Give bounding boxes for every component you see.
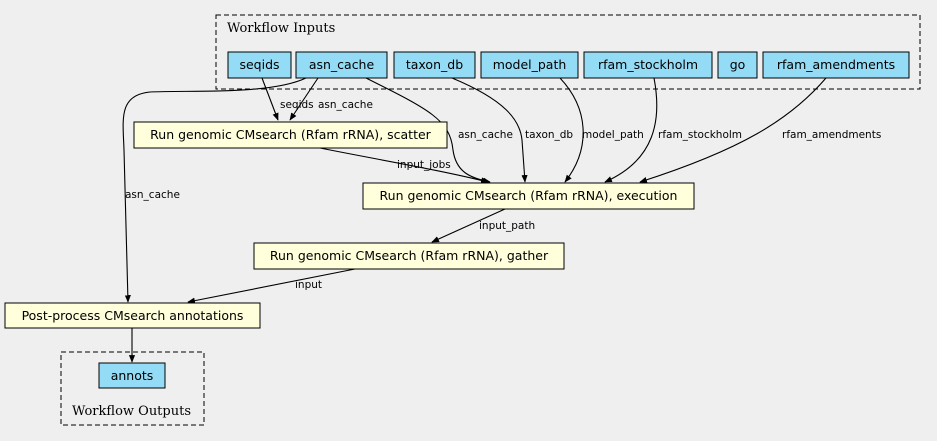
input-label-go: go	[730, 57, 746, 72]
edge-label-input-jobs: input_jobs	[397, 159, 451, 171]
step-label-gather: Run genomic CMsearch (Rfam rRNA), gather	[270, 248, 549, 263]
input-label-rfam-stockholm: rfam_stockholm	[598, 57, 698, 72]
input-node-model-path[interactable]: model_path	[480, 51, 579, 79]
edge-label-asn-cache-postprocess: asn_cache	[125, 189, 180, 201]
input-node-rfam-amendments[interactable]: rfam_amendments	[762, 51, 910, 79]
edge-label-taxon-db: taxon_db	[525, 129, 573, 141]
edge-seqids-to-scatter	[261, 77, 279, 121]
edge-label-rfam-stockholm: rfam_stockholm	[658, 129, 742, 141]
input-node-asn-cache[interactable]: asn_cache	[295, 51, 388, 79]
edge-label-rfam-amendments: rfam_amendments	[782, 129, 881, 141]
workflow-inputs-cluster: Workflow Inputs	[215, 14, 921, 90]
edge-label-asn-cache-scatter: asn_cache	[318, 99, 373, 111]
step-node-execution[interactable]: Run genomic CMsearch (Rfam rRNA), execut…	[362, 182, 695, 210]
input-label-rfam-amendments: rfam_amendments	[777, 57, 895, 72]
edge-asn-cache-to-execution	[365, 77, 491, 184]
step-node-gather[interactable]: Run genomic CMsearch (Rfam rRNA), gather	[253, 242, 565, 270]
step-node-postprocess[interactable]: Post-process CMsearch annotations	[4, 302, 261, 329]
workflow-outputs-cluster: Workflow Outputs	[60, 351, 205, 426]
edge-asn-cache-to-scatter	[289, 77, 319, 121]
step-label-execution: Run genomic CMsearch (Rfam rRNA), execut…	[380, 188, 678, 203]
input-node-rfam-stockholm[interactable]: rfam_stockholm	[583, 51, 713, 79]
edge-label-model-path: model_path	[582, 129, 644, 141]
step-label-scatter: Run genomic CMsearch (Rfam rRNA), scatte…	[150, 127, 432, 142]
edge-label-input: input	[295, 279, 322, 291]
input-label-model-path: model_path	[493, 57, 567, 72]
edges: seqids asn_cache asn_cache taxon_db mode…	[122, 77, 881, 363]
workflow-inputs-title: Workflow Inputs	[227, 21, 335, 36]
input-node-go[interactable]: go	[717, 51, 758, 79]
step-node-scatter[interactable]: Run genomic CMsearch (Rfam rRNA), scatte…	[133, 121, 448, 149]
output-label-annots: annots	[111, 368, 154, 383]
edge-label-seqids: seqids	[280, 99, 314, 111]
step-label-postprocess: Post-process CMsearch annotations	[22, 308, 244, 323]
edge-execution-to-gather	[431, 208, 506, 243]
edge-label-input-path: input_path	[479, 220, 535, 232]
edge-scatter-to-execution	[319, 147, 489, 184]
output-node-annots[interactable]: annots	[98, 362, 166, 389]
edge-taxon-db-to-execution	[451, 77, 528, 183]
edge-rfam-stockholm-to-execution	[604, 77, 658, 183]
edge-label-asn-cache-execution: asn_cache	[458, 129, 513, 141]
edge-gather-to-postprocess	[187, 268, 356, 304]
input-label-taxon-db: taxon_db	[406, 57, 463, 72]
edge-asn-cache-to-postprocess	[122, 77, 307, 303]
workflow-outputs-title: Workflow Outputs	[72, 404, 191, 419]
input-label-asn-cache: asn_cache	[309, 57, 375, 72]
input-node-seqids[interactable]: seqids	[227, 51, 292, 79]
edge-rfam-amendments-to-execution	[639, 77, 827, 183]
edge-model-path-to-execution	[559, 77, 584, 183]
input-node-taxon-db[interactable]: taxon_db	[393, 51, 476, 79]
input-label-seqids: seqids	[239, 57, 279, 72]
